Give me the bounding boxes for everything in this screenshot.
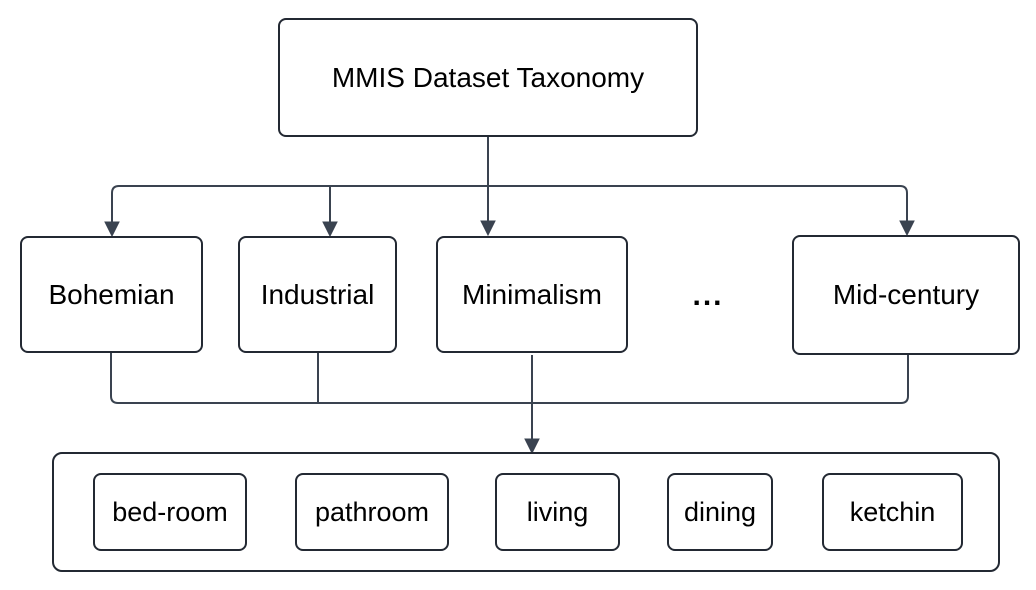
node-pathroom: pathroom: [295, 473, 449, 551]
node-bohemian-label: Bohemian: [48, 278, 175, 310]
arrowhead-midcentury: [899, 220, 915, 237]
node-root-label: MMIS Dataset Taxonomy: [331, 61, 645, 93]
node-midcentury: Mid-century: [792, 235, 1020, 355]
arrowhead-bohemian: [104, 221, 120, 238]
node-ketchin: ketchin: [822, 473, 963, 551]
node-midcentury-label: Mid-century: [832, 279, 980, 310]
node-bedroom-label: bed-room: [112, 496, 228, 527]
node-minimalism-label: Minimalism: [462, 278, 602, 310]
edge-bohemian-to-bus: [110, 353, 532, 404]
edge-top-bus: [111, 185, 908, 224]
more-styles-ellipsis: ...: [692, 279, 724, 312]
node-ketchin-label: ketchin: [849, 496, 936, 527]
arrowhead-minimalism: [480, 220, 496, 237]
node-dining-label: dining: [683, 496, 757, 527]
arrowhead-rooms: [524, 438, 540, 455]
node-pathroom-label: pathroom: [314, 496, 430, 527]
node-industrial-label: Industrial: [260, 278, 375, 310]
node-industrial: Industrial: [238, 236, 397, 353]
node-bedroom: bed-room: [93, 473, 247, 551]
node-minimalism: Minimalism: [436, 236, 628, 353]
node-living: living: [495, 473, 620, 551]
node-living-label: living: [526, 496, 589, 527]
arrowhead-industrial: [322, 221, 338, 238]
node-dining: dining: [667, 473, 773, 551]
node-root: MMIS Dataset Taxonomy: [278, 18, 698, 137]
node-bohemian: Bohemian: [20, 236, 203, 353]
edge-midcentury-to-bus: [532, 355, 909, 404]
